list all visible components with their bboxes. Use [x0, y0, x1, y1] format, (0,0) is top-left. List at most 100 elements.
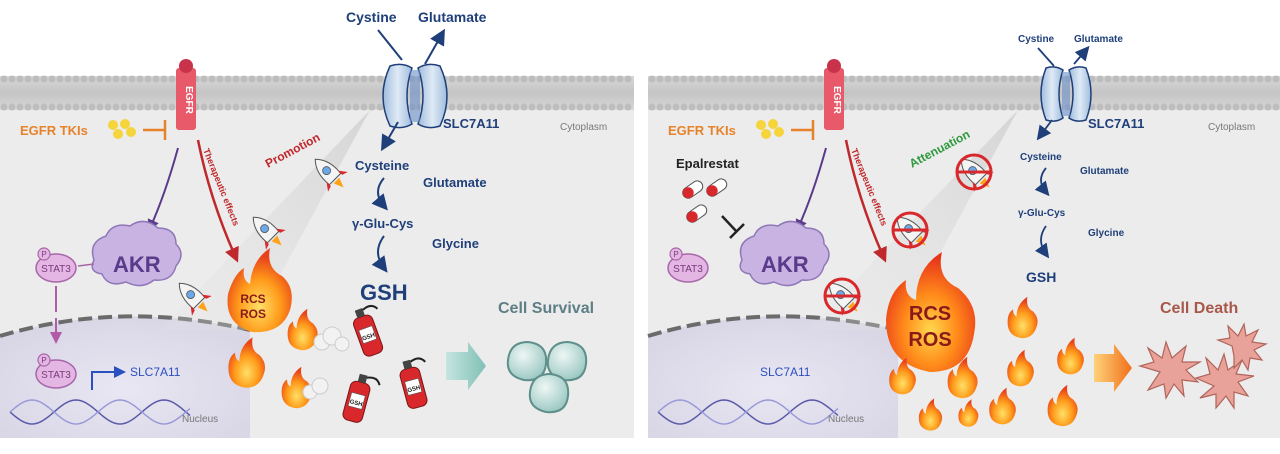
right-akr-cloud-icon: AKR [739, 220, 830, 287]
right-slc7a11-label: SLC7A11 [1088, 116, 1144, 131]
left-smoke-icon [302, 326, 350, 400]
left-egfr-label: EGFR [183, 86, 194, 115]
left-glutamate-top-label: Glutamate [418, 9, 487, 25]
right-egfr-label: EGFR [831, 86, 842, 115]
left-survival-arrow [446, 342, 486, 390]
right-tki-pills-icon [756, 119, 784, 139]
left-ros-label: ROS [240, 307, 266, 321]
left-dna-icon [9, 399, 191, 425]
right-ros-label: ROS [908, 329, 951, 351]
fire-extinguisher-icon: GSH [399, 357, 428, 409]
right-gglucys-arrow [1034, 225, 1050, 259]
blocked-rocket-icon [891, 211, 930, 250]
left-cystine-to-cytoplasm-arrow [380, 121, 399, 152]
right-rcs-ros-flame-icon: RCS ROS [886, 252, 976, 372]
left-therapeutic-arrow [196, 139, 239, 263]
right-egfr-tkis-label: EGFR TKIs [668, 123, 736, 138]
right-epalrestat-pills-icon [682, 178, 728, 223]
right-nucleus [648, 316, 898, 438]
left-cystine-label: Cystine [346, 9, 397, 25]
left-phospho-label: P [41, 250, 46, 259]
dna-strand [657, 399, 839, 425]
left-akr-cloud-icon: AKR [91, 220, 182, 287]
extinguisher-label: GSH [407, 385, 421, 394]
right-akr-label: AKR [761, 252, 809, 277]
right-glutamate-mid-label: Glutamate [1080, 166, 1129, 177]
blocked-rocket-icon [823, 277, 862, 316]
right-egfr-to-akr-arrow [795, 147, 827, 232]
right-stat3-cytoplasm: STAT3 P [667, 247, 709, 283]
left-gglucys-label: γ-Glu-Cys [352, 216, 413, 231]
left-rcs-ros-flame-icon: RCS ROS [227, 248, 292, 333]
left-cysteine-label: Cysteine [355, 158, 409, 173]
left-egfr-tkis-label: EGFR TKIs [20, 123, 88, 138]
flame-icon [1057, 337, 1084, 375]
left-gglucys-arrow [371, 235, 388, 273]
left-rcs-label: RCS [240, 292, 265, 306]
right-epalrestat-label: Epalrestat [676, 156, 740, 171]
left-tki-inhibition-line [143, 120, 167, 140]
left-panel: EGFR EGFR TKIs Therapeutic effects Promo… [0, 9, 634, 438]
left-stat3-label: STAT3 [41, 264, 71, 275]
left-glutamate-out-arrow [424, 28, 445, 65]
extinguisher-label: GSH [362, 332, 376, 342]
right-cytoplasm-label: Cytoplasm [1208, 122, 1255, 133]
flame-icon [918, 398, 943, 431]
right-membrane [648, 75, 1280, 111]
flame-icon [958, 399, 979, 427]
flame-icon [889, 357, 916, 395]
left-glycine-label: Glycine [432, 236, 479, 251]
right-nucleus-label: Nucleus [828, 414, 864, 425]
flame-icon [989, 387, 1016, 425]
left-membrane [0, 75, 634, 111]
right-therapeutic-arrow [844, 139, 887, 263]
right-panel: EGFR EGFR TKIs Epalrestat Therapeutic ef… [647, 34, 1280, 438]
left-cytoplasm-label: Cytoplasm [560, 122, 607, 133]
right-cystine-label: Cystine [1018, 34, 1055, 45]
left-stat3-nucleus: STAT3 P [35, 353, 77, 389]
left-nucleus-label: Nucleus [182, 414, 218, 425]
right-gene-label: SLC7A11 [760, 365, 811, 379]
right-gglucys-label: γ-Glu-Cys [1018, 208, 1066, 219]
rocket-icon [314, 158, 348, 192]
left-cysteine-arrow [371, 177, 388, 211]
left-akr-to-stat3-line [77, 263, 95, 267]
dna-strand [9, 399, 191, 425]
right-slc7a11-transporter-icon [1040, 66, 1092, 122]
fire-extinguisher-icon: GSH [353, 304, 384, 357]
flame-icon [281, 366, 312, 409]
left-slc7a11-label: SLC7A11 [443, 116, 499, 131]
left-akr-label: AKR [113, 252, 161, 277]
flame-icon [1007, 349, 1034, 387]
right-gsh-label: GSH [1026, 269, 1056, 285]
left-surviving-cells-icon [506, 340, 588, 414]
dna-strand [9, 399, 191, 425]
left-tki-pills-icon [108, 119, 136, 139]
right-glutamate-top-label: Glutamate [1074, 34, 1123, 45]
blocked-rocket-icon [955, 153, 994, 192]
flame-icon [1047, 384, 1078, 427]
left-stat3-nuclear-label: STAT3 [41, 370, 71, 381]
flame-icon [287, 308, 318, 351]
right-egfr-receptor-icon: EGFR [824, 59, 844, 130]
flame-icon [1007, 296, 1038, 339]
right-tki-inhibition-line [791, 120, 815, 140]
right-cysteine-arrow [1034, 167, 1050, 197]
extinguisher-label: GSH [349, 399, 363, 408]
right-phospho-label: P [673, 250, 678, 259]
right-cysteine-label: Cysteine [1020, 152, 1062, 163]
right-death-arrow [1094, 344, 1132, 392]
left-gsh-label: GSH [360, 280, 408, 305]
right-stat3-label: STAT3 [673, 264, 703, 275]
left-outcome-label: Cell Survival [498, 300, 594, 317]
right-glutamate-out-arrow [1073, 45, 1090, 65]
right-cystine-to-cytoplasm-arrow [1036, 119, 1053, 141]
left-cystine-in-arrow [377, 29, 403, 61]
left-glutamate-mid-label: Glutamate [423, 175, 487, 190]
flame-icon [228, 337, 266, 388]
right-epalrestat-inhibition-line [721, 215, 745, 239]
right-rcs-label: RCS [909, 303, 951, 325]
rocket-icon [178, 282, 212, 316]
left-transcription-arrow [91, 366, 126, 390]
